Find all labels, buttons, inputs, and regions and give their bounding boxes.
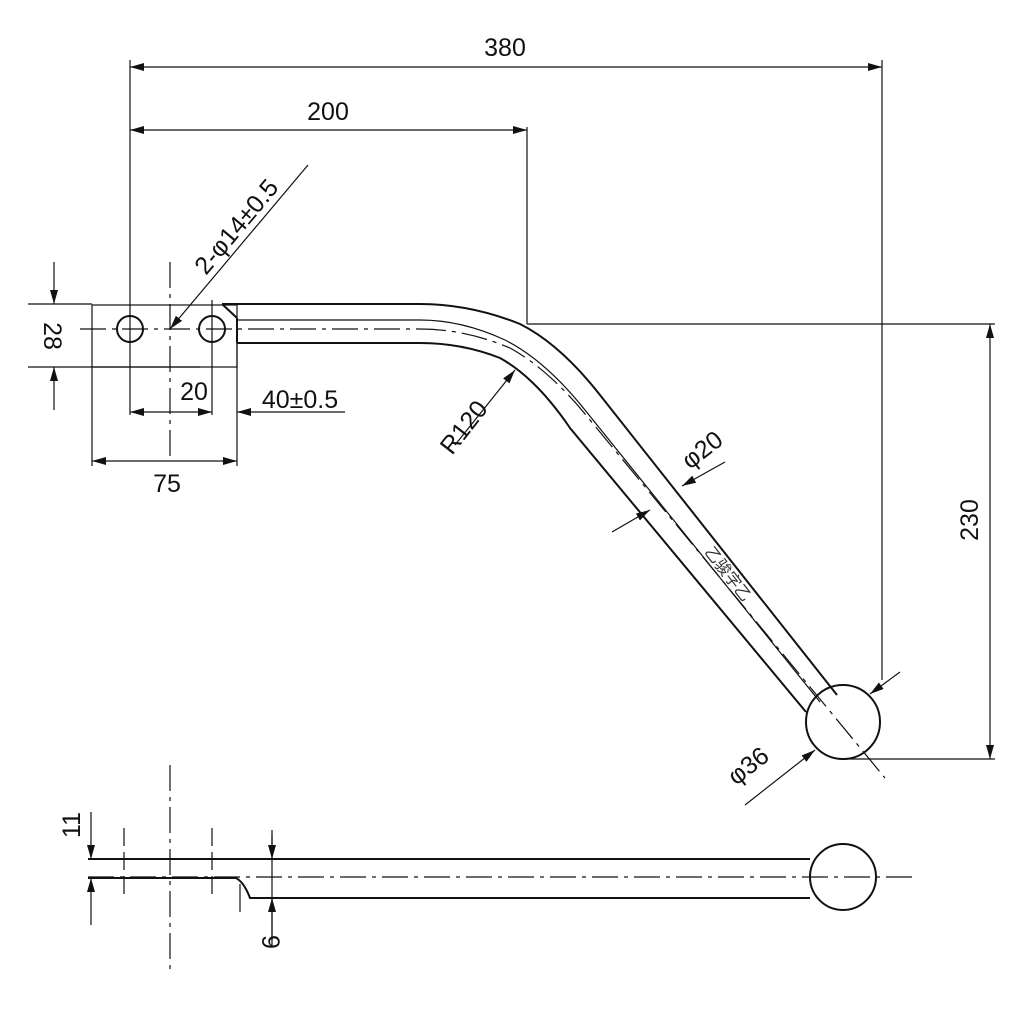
- dim-9-label: 9: [256, 935, 284, 949]
- rod-dia-label: φ20: [676, 426, 728, 475]
- mounting-plate: [91, 304, 238, 368]
- dim-230-label: 230: [956, 499, 984, 541]
- dim-75-label: 75: [153, 470, 181, 498]
- dim-40-label: 40±0.5: [262, 386, 338, 414]
- hole-callout-label: 2-φ14±0.5: [189, 174, 284, 280]
- dim-200-label: 200: [307, 98, 349, 126]
- rod-end-face: [221, 303, 238, 319]
- ball-dia-leader-2: [869, 671, 901, 695]
- rod-centerline: [419, 328, 886, 779]
- dim-28-label: 28: [38, 322, 66, 350]
- dim-20-label: 20: [180, 378, 208, 406]
- ball-dia-leader: [744, 749, 816, 806]
- rod-outer-edge: [222, 303, 838, 696]
- rod-surface-line: [237, 319, 821, 703]
- radius-label: R120: [435, 395, 494, 459]
- hole-leader: [169, 164, 309, 330]
- rod-inner-edge: [237, 342, 807, 713]
- rod-dia-leader: [611, 509, 651, 533]
- dim-380-label: 380: [484, 34, 526, 62]
- ball-dia-label: φ36: [722, 742, 774, 791]
- radius-leader: [454, 369, 516, 446]
- side-view: 11 9: [58, 765, 912, 975]
- top-view: 380 200 2-φ14±0.5 28 20 40±0.5 75 R120 φ…: [28, 34, 995, 806]
- side-plate-step: [235, 877, 810, 899]
- rod-dia-leader-2: [681, 461, 726, 487]
- dim-11-label: 11: [58, 812, 86, 838]
